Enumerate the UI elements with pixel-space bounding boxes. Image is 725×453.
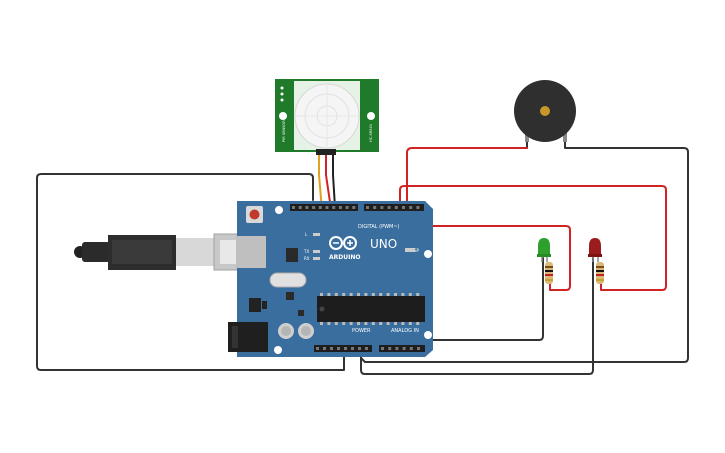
chip-pin [408,322,412,325]
header-pin [381,347,384,350]
arduino-uno-icon[interactable]: L TX RX UNO ARDUINO DIGITAL (PWM~) POWER… [228,201,433,357]
buzzer-icon[interactable] [514,80,576,142]
chip-pin [342,293,346,296]
chip-pin [394,293,397,296]
header-pin [358,347,361,350]
header-pin [380,206,384,209]
chip-pin [401,293,405,296]
wire-black-led-green[interactable] [424,257,544,341]
header-pin [292,206,295,209]
chip-pin [386,293,390,296]
header-pin [394,206,398,209]
chip-pin [327,322,331,325]
wire-black-led-red[interactable] [360,257,594,375]
header-pin [298,206,302,209]
header-pin [312,206,316,209]
chip-pin [357,322,360,325]
wire-red-buzzer[interactable] [406,147,528,209]
header-pin [344,347,347,350]
wire-red-led-red[interactable] [399,185,667,291]
chip-pin [371,322,375,325]
header-pin [316,347,319,350]
chip-pin [320,322,323,325]
chip-pin [379,293,383,296]
header-pin [395,347,399,350]
chip-pins [320,293,420,325]
chip-pin [401,322,405,325]
wire-black-buzzer-right[interactable] [360,137,689,363]
pir-sensor-icon[interactable]: PIR SENSOR HC-SR501 [275,79,379,155]
chip-pin [371,293,375,296]
header-power[interactable] [314,345,372,352]
header-pin [323,347,326,350]
header-pin [365,347,368,350]
chip-pin [394,322,397,325]
analog-label: ANALOG IN [391,328,419,334]
chip-pin [379,322,383,325]
wire-black-left-loop[interactable] [36,173,345,371]
header-pin [305,206,309,209]
chip-pin [334,293,338,296]
board-brand: ARDUINO [329,254,360,261]
header-pin [318,206,322,209]
chip-pin [408,293,412,296]
header-pins [292,206,420,350]
led-icon[interactable] [537,238,551,262]
chip-pin [320,293,323,296]
chip-pin [357,293,360,296]
header-analog[interactable] [379,345,425,352]
chip-pin [386,322,390,325]
header-pin [402,206,405,209]
header-digital-right[interactable] [364,204,424,211]
header-digital-left[interactable] [290,204,358,211]
header-pin [332,206,336,209]
header-pin [337,347,340,350]
header-pin [388,347,392,350]
resistor-icon [596,262,604,284]
header-pin [417,347,420,350]
chip-pin [364,322,368,325]
header-pin [338,206,342,209]
header-pin [330,347,333,350]
wire-orange-pir[interactable] [318,151,323,211]
header-pin [345,206,349,209]
header-pin [402,347,406,350]
l-label: L [305,232,308,237]
chip-pin [349,322,353,325]
pir-label-left: PIR SENSOR [282,120,286,142]
header-pin [351,347,354,350]
header-pin [387,206,391,209]
header-pin [409,347,413,350]
microcontroller-chip [317,296,425,322]
power-label: POWER [352,328,371,334]
resistor-icon [545,262,553,284]
header-pin [416,206,420,209]
chip-pin [416,322,420,325]
chip-pin [342,322,346,325]
chip-pin [364,293,368,296]
board-name: UNO [370,237,397,251]
header-pin [352,206,356,209]
header-pin [325,206,329,209]
tx-label: TX [303,249,309,254]
chip-pin [416,293,420,296]
wire-red-led-green[interactable] [392,207,571,291]
digital-label: DIGITAL (PWM~) [358,224,400,230]
chip-pin [349,293,353,296]
arduino-logo-icon [329,236,357,250]
pir-label-right: HC-SR501 [369,124,373,142]
header-pin [366,206,369,209]
header-pin [373,206,377,209]
header-pin [409,206,413,209]
rx-label: RX [304,256,310,261]
chip-pin [327,293,331,296]
led-icon[interactable] [588,238,602,262]
chip-pin [334,322,338,325]
